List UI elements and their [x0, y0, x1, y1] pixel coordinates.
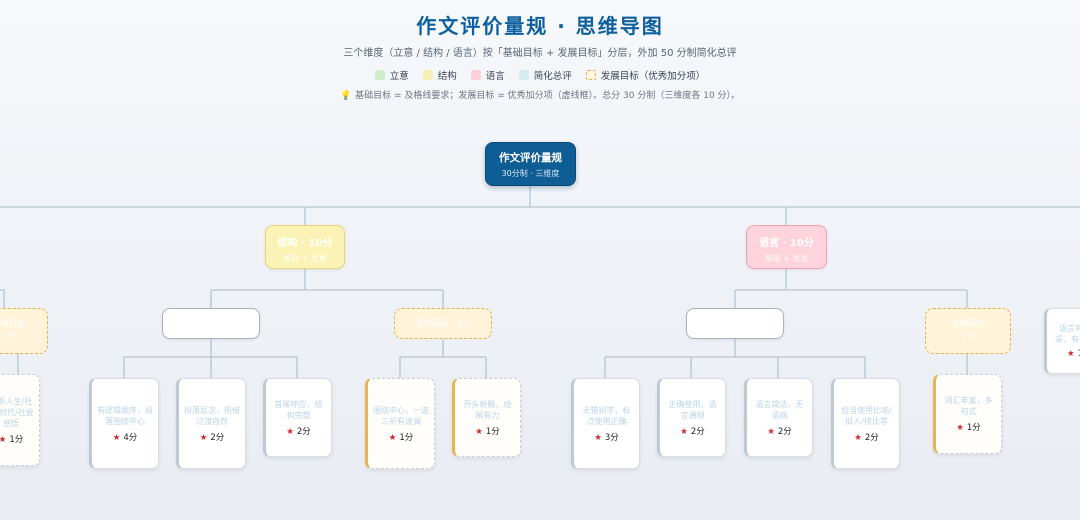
legend-label: 发展目标（优秀加分项） [600, 71, 706, 82]
group-subtitle: 2分 [2, 332, 16, 341]
legend-label: 简化总评 [533, 71, 572, 82]
legend-swatch-idea [374, 70, 385, 80]
score-value: 1分 [966, 423, 981, 433]
legend-item-idea: 立意 [374, 68, 409, 82]
leaf-score: ★ 1分 [475, 426, 500, 437]
group-basic-language[interactable] [686, 308, 784, 339]
group-title: 发展目标 · 2分 [414, 319, 471, 329]
score-value: 2分 [296, 426, 311, 437]
dimension-title: 结构 · 10分 [277, 238, 333, 249]
leaf-score: ★ 2分 [680, 426, 705, 437]
dimension-structure[interactable]: 结构 · 10分 基础 + 发展 [265, 225, 345, 269]
score-value: 1分 [9, 434, 24, 445]
leaf-item[interactable]: 联系人生/社会/时代/社会感悟 ★ 1分 [0, 374, 40, 466]
dimension-language[interactable]: 语言 · 10分 基础 + 发展 [746, 225, 827, 269]
leaf-item[interactable]: 围绕中心，一波三折有波澜 ★ 1分 [365, 378, 435, 469]
dimension-title: 语言 · 10分 [759, 238, 814, 249]
leaf-item[interactable]: 语言简洁，无语病 ★ 2分 [744, 378, 813, 457]
leaf-text: 开头新颖，结尾有力 [463, 399, 512, 420]
legend-label: 结构 [437, 71, 457, 82]
root-subtitle: 30分制 · 三维度 [501, 169, 560, 178]
score-value: 1 [1078, 349, 1080, 359]
legend-swatch-development [585, 70, 596, 80]
legend-label: 立意 [389, 71, 409, 82]
leaf-score: ★ 1分 [388, 432, 414, 443]
leaf-text: 围绕中心，一波三折有波澜 [373, 405, 429, 426]
score-value: 4分 [123, 432, 138, 443]
leaf-score: ★ 2分 [767, 426, 792, 437]
legend-swatch-structure [422, 70, 433, 80]
leaf-text: 无错别字，标点使用正确 [582, 405, 631, 426]
leaf-text: 有逻辑顺序，段落围绕中心 [97, 405, 153, 426]
legend-item-language: 语言 [470, 68, 505, 82]
group-title: 发展目标 [0, 319, 26, 329]
page-subtitle: 三个维度（立意 / 结构 / 语言）按「基础目标 + 发展目标」分层，外加 50… [343, 48, 737, 59]
leaf-score: ★ 2分 [199, 432, 225, 443]
legend-item-structure: 结构 [422, 68, 457, 82]
leaf-score: ★ 3分 [594, 432, 619, 443]
score-value: 2分 [210, 432, 225, 443]
leaf-text: 首尾呼应，结构完整 [274, 399, 323, 420]
dimension-subtitle: 基础 + 发展 [764, 254, 809, 263]
group-subtitle: 1分 [961, 332, 975, 341]
leaf-score: ★ 4分 [112, 432, 138, 443]
legend: 立意 结构 语言 简化总评 发展目标（优秀加分项） [0, 68, 1080, 82]
leaf-item[interactable]: 有逻辑顺序，段落围绕中心 ★ 4分 [89, 378, 159, 469]
group-title: 发展目标 [950, 319, 985, 329]
score-value: 2分 [864, 432, 879, 443]
root-title: 作文评价量规 [499, 152, 562, 164]
leaf-text: 语言简洁，无语病 [755, 399, 804, 420]
score-value: 1分 [399, 432, 414, 443]
legend-item-development: 发展目标（优秀加分项） [585, 68, 706, 82]
score-value: 1分 [485, 426, 500, 437]
leaf-text: 联系人生/社会/时代/社会感悟 [0, 396, 34, 428]
leaf-text: 正确使用，语言通顺 [668, 399, 717, 420]
page-title: 作文评价量规 · 思维导图 [416, 14, 664, 38]
leaf-score: ★ 2分 [854, 432, 879, 443]
score-value: 3分 [604, 432, 619, 443]
group-development-language[interactable]: 发展目标 1分 [925, 308, 1011, 354]
leaf-text: 语言有文采，有个性 [1055, 324, 1080, 344]
leaf-item[interactable]: 语言有文采，有个性 ★ 1 [1044, 308, 1080, 374]
leaf-text: 恰当使用比喻/拟人/排比等 [841, 405, 892, 426]
leaf-score: ★ 1 [1067, 349, 1080, 359]
group-development-left[interactable]: 发展目标 2分 [0, 308, 48, 354]
leaf-item[interactable]: 开头新颖，结尾有力 ★ 1分 [452, 378, 521, 457]
leaf-score: ★ 2分 [286, 426, 311, 437]
group-basic-structure[interactable] [162, 308, 260, 339]
leaf-item[interactable]: 正确使用，语言通顺 ★ 2分 [657, 378, 726, 457]
legend-label: 语言 [485, 71, 505, 82]
legend-item-summary: 简化总评 [518, 68, 572, 82]
note: 💡基础目标 = 及格线要求；发展目标 = 优秀加分项（虚线框）。总分 30 分制… [0, 88, 1080, 101]
legend-swatch-summary [518, 70, 529, 80]
legend-swatch-language [470, 70, 481, 80]
leaf-item[interactable]: 无错别字，标点使用正确 ★ 3分 [571, 378, 640, 469]
leaf-item[interactable]: 恰当使用比喻/拟人/排比等 ★ 2分 [831, 378, 900, 469]
leaf-item[interactable]: 首尾呼应，结构完整 ★ 2分 [263, 378, 332, 457]
leaf-text: 词汇丰富，多句式 [944, 396, 993, 416]
leaf-score: ★ 1分 [956, 423, 981, 433]
leaf-score: ★ 1分 [0, 434, 24, 445]
note-text: 基础目标 = 及格线要求；发展目标 = 优秀加分项（虚线框）。总分 30 分制（… [355, 91, 741, 101]
score-value: 2分 [690, 426, 705, 437]
dimension-subtitle: 基础 + 发展 [283, 254, 327, 263]
group-development-structure[interactable]: 发展目标 · 2分 [394, 308, 492, 339]
lightbulb-icon: 💡 [339, 91, 352, 101]
leaf-text: 段落层次，衔接过渡自然 [184, 405, 240, 426]
leaf-item[interactable]: 段落层次，衔接过渡自然 ★ 2分 [176, 378, 246, 469]
leaf-item[interactable]: 词汇丰富，多句式 ★ 1分 [933, 374, 1002, 454]
root-node[interactable]: 作文评价量规 30分制 · 三维度 [485, 142, 576, 186]
score-value: 2分 [777, 426, 792, 437]
